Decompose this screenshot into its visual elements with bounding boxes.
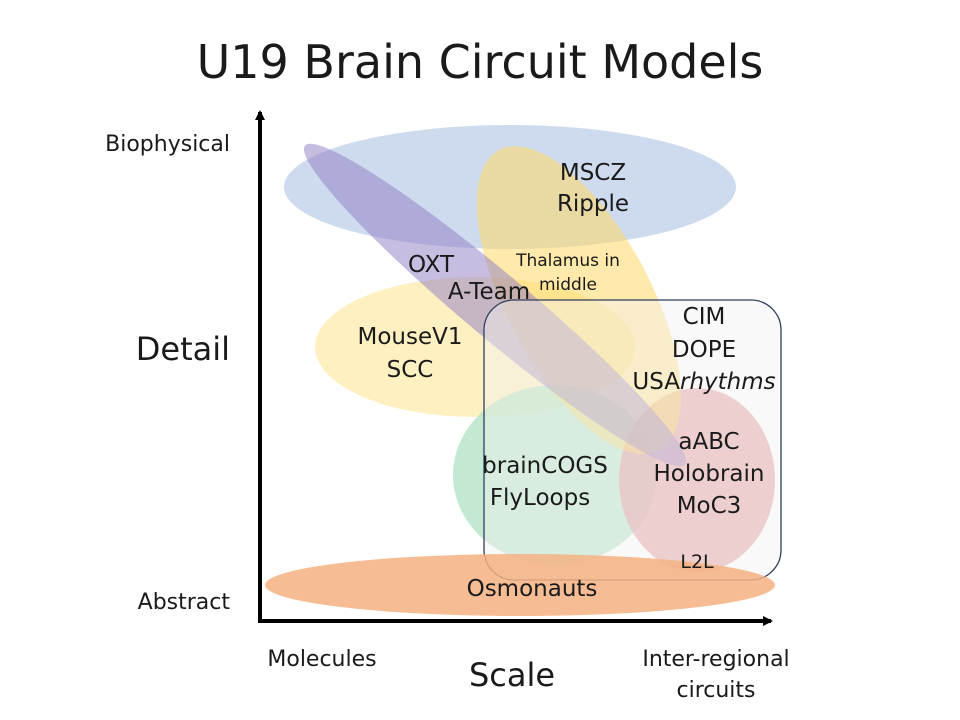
- purple-ellipse: [303, 143, 687, 467]
- x-right-label-line1: Inter-regional: [642, 647, 789, 672]
- x-left-label: Molecules: [267, 647, 376, 672]
- slide-title: U19 Brain Circuit Models: [197, 35, 764, 89]
- x-axis-title: Scale: [469, 656, 555, 694]
- label-aabc: aABC: [678, 429, 739, 455]
- x-right-label-line2: circuits: [676, 678, 755, 703]
- label-osmonauts: Osmonauts: [467, 576, 598, 602]
- label-cim: CIM: [683, 304, 726, 330]
- label-holobrain: Holobrain: [654, 461, 765, 487]
- orange-ellipse: [265, 554, 775, 616]
- label-rhythms-italic: rhythms: [680, 369, 776, 395]
- label-mousev1: MouseV1: [358, 324, 463, 350]
- label-l2l: L2L: [680, 551, 714, 573]
- label-usa-prefix: USA: [632, 369, 680, 395]
- label-scc: SCC: [387, 357, 434, 383]
- label-oxt: OXT: [408, 252, 455, 278]
- label-ripple: Ripple: [557, 191, 629, 217]
- label-mscz: MSCZ: [560, 160, 626, 186]
- label-usarhythms: USArhythms: [632, 369, 775, 395]
- label-braincogs: brainCOGS: [482, 453, 608, 479]
- label-moc3: MoC3: [677, 493, 742, 519]
- y-axis-title: Detail: [136, 330, 230, 368]
- y-bottom-label: Abstract: [138, 590, 231, 615]
- label-flyloops: FlyLoops: [490, 485, 590, 511]
- label-dope: DOPE: [672, 337, 736, 363]
- y-top-label: Biophysical: [105, 132, 230, 157]
- label-thalamus-line1: Thalamus in: [515, 251, 620, 271]
- label-a-team: A-Team: [448, 279, 530, 305]
- label-thalamus-line2: middle: [539, 275, 597, 295]
